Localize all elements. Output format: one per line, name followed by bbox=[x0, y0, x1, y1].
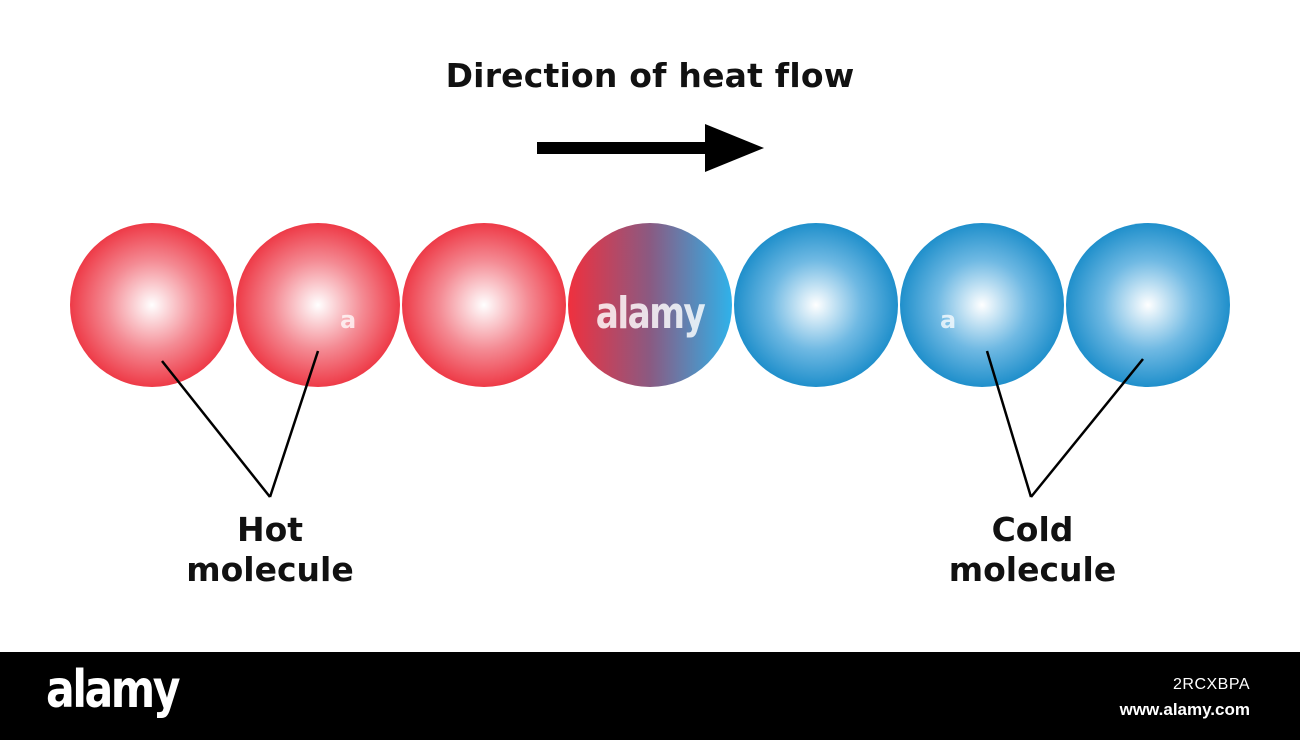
hot-leader-line-2 bbox=[268, 350, 320, 498]
cold-leader-lines bbox=[985, 350, 1144, 498]
watermark-mark: a bbox=[340, 306, 357, 334]
cold-molecule bbox=[900, 223, 1064, 387]
hot-label-line-2: molecule bbox=[186, 550, 354, 589]
cold-molecule bbox=[1066, 223, 1230, 387]
alamy-logo: alamy bbox=[46, 660, 181, 720]
cold-leader-line-1 bbox=[985, 350, 1033, 498]
cold-molecule-label: Cold molecule bbox=[930, 510, 1135, 590]
hot-molecule-label: Hot molecule bbox=[170, 510, 370, 590]
footer-bar: alamy 2RCXBPA www.alamy.com bbox=[0, 652, 1300, 740]
arrow-shaft bbox=[537, 142, 717, 154]
diagram-canvas: Direction of heat flow bbox=[70, 56, 1230, 590]
cold-label-line-1: Cold bbox=[991, 510, 1074, 549]
diagram-title: Direction of heat flow bbox=[445, 56, 855, 95]
transition-molecule bbox=[568, 223, 732, 387]
cold-molecule bbox=[734, 223, 898, 387]
molecule-row bbox=[70, 223, 1230, 387]
cold-leader-line-2 bbox=[1030, 358, 1144, 498]
hot-label-line-1: Hot bbox=[236, 510, 304, 549]
hot-molecule bbox=[402, 223, 566, 387]
hot-leader-lines bbox=[161, 350, 320, 498]
arrow-head bbox=[705, 124, 764, 172]
cold-label-line-2: molecule bbox=[948, 550, 1117, 589]
watermark-text: alamy bbox=[595, 288, 706, 339]
footer-url: www.alamy.com bbox=[1119, 700, 1250, 719]
watermark-mark: a bbox=[940, 306, 957, 334]
image-id: 2RCXBPA bbox=[1172, 676, 1250, 693]
hot-molecule bbox=[236, 223, 400, 387]
molecule-diagram bbox=[70, 124, 1230, 498]
hot-leader-line-1 bbox=[161, 360, 271, 498]
hot-molecule bbox=[70, 223, 234, 387]
heat-flow-arrow bbox=[537, 124, 764, 172]
